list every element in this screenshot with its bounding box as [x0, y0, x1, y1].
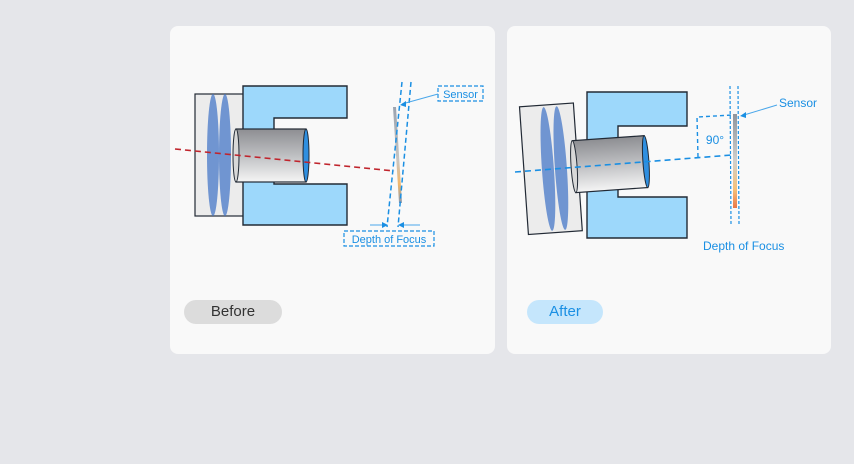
sensor-leader-line	[401, 93, 439, 105]
sensor	[733, 114, 737, 208]
right-angle-bracket	[696, 114, 734, 158]
sensor	[393, 107, 402, 203]
sensor-label: Sensor	[443, 89, 478, 101]
camera-mount	[242, 85, 348, 226]
before-diagram: Sensor Depth of Focus	[174, 81, 484, 247]
optical-axis	[174, 148, 395, 172]
after-badge: After	[527, 300, 603, 324]
sensor-leader-line	[743, 104, 778, 116]
sensor-label: Sensor	[779, 96, 817, 110]
dof-line-right	[737, 85, 740, 225]
lens-barrel	[232, 128, 310, 183]
arrow-icon	[398, 222, 404, 228]
optical-axis	[514, 154, 733, 173]
after-panel: 90° Sensor Depth of Focus After	[507, 26, 831, 354]
arrow-icon	[400, 101, 406, 107]
dof-label: Depth of Focus	[703, 239, 784, 253]
dof-label-box	[343, 230, 435, 247]
dof-label: Depth of Focus	[352, 234, 427, 246]
after-diagram: 90° Sensor Depth of Focus	[514, 85, 817, 253]
before-badge: Before	[184, 300, 282, 324]
dof-line-right	[397, 81, 412, 228]
camera-mount	[586, 91, 688, 239]
before-panel: Sensor Depth of Focus Before	[170, 26, 495, 354]
arrow-icon	[382, 222, 388, 228]
angle-label: 90°	[706, 133, 724, 147]
dof-line-left	[729, 85, 732, 225]
arrow-icon	[740, 112, 746, 118]
dof-line-left	[386, 81, 403, 228]
